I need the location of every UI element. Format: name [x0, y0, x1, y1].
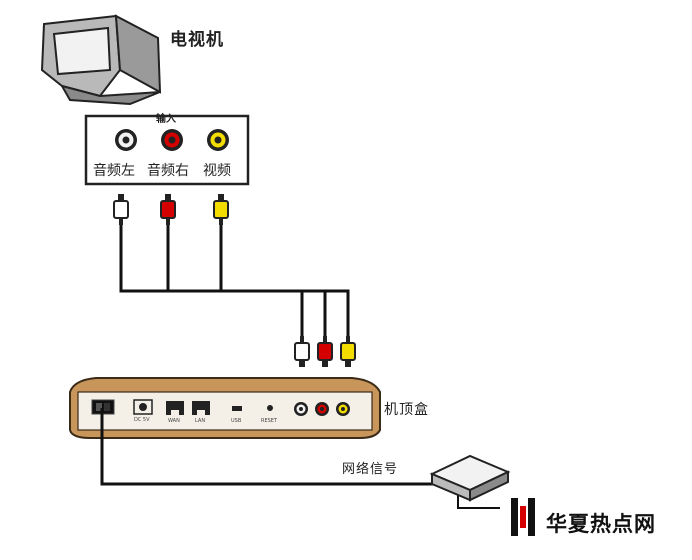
plug-white-upper [113, 194, 129, 225]
panel-label-wan: WAN [168, 418, 180, 424]
port-label-audio-right: 音频右 [147, 163, 189, 179]
network-device-icon [429, 454, 511, 502]
port-label-audio-left: 音频左 [93, 163, 135, 179]
network-signal-label: 网络信号 [342, 462, 399, 477]
input-panel-title: 输入 [156, 114, 176, 125]
usb-port-icon [232, 406, 242, 411]
network-cable-tail [457, 494, 500, 509]
input-jack-video [207, 129, 229, 151]
input-jack-audio-left [115, 129, 137, 151]
panel-label-dc: DC 5V [134, 417, 150, 423]
lan-port-icon [192, 401, 210, 415]
panel-label-lan: LAN [195, 418, 206, 424]
panel-label-reset: RESET [261, 418, 278, 424]
panel-label-usb: USB [231, 418, 242, 424]
plug-red-upper [160, 194, 176, 225]
set-top-box [69, 377, 381, 439]
tv-label: 电视机 [170, 30, 224, 50]
reset-button-icon [267, 405, 273, 411]
tv-icon [40, 14, 162, 106]
port-label-video: 视频 [203, 163, 231, 179]
plug-yellow-upper [213, 194, 229, 225]
plug-red-lower [317, 336, 333, 367]
wan-port-icon [166, 401, 184, 415]
plug-white-lower [294, 336, 310, 367]
av-cable [119, 225, 350, 338]
watermark-logo-icon [511, 498, 535, 536]
set-top-box-label: 机顶盒 [384, 402, 429, 418]
watermark-text: 华夏热点网 [546, 512, 656, 536]
plug-yellow-lower [340, 336, 356, 367]
input-jack-audio-right [161, 129, 183, 151]
